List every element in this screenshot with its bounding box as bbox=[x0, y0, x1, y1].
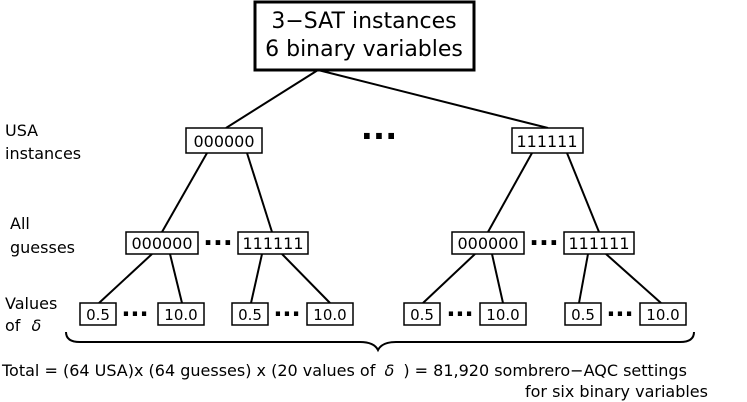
footer-line2: for six binary variables bbox=[525, 382, 708, 401]
delta-node-4: 10.0 bbox=[306, 302, 354, 326]
usa-ellipsis: ... bbox=[361, 109, 397, 147]
guesses-label-line1: All bbox=[10, 214, 30, 233]
delta-node-8-label: 10.0 bbox=[646, 306, 679, 324]
values-label-of: of bbox=[5, 316, 21, 335]
delta-node-6-label: 10.0 bbox=[486, 306, 519, 324]
delta-node-3-label: 0.5 bbox=[238, 306, 262, 324]
guess-node-2: 111111 bbox=[237, 231, 309, 255]
edge-g4-delta-a bbox=[578, 253, 589, 304]
delta-node-1-label: 0.5 bbox=[86, 306, 110, 324]
delta-ellipsis-4: ... bbox=[606, 294, 633, 322]
edge-g1-delta-a bbox=[98, 253, 153, 304]
edge-root-usa-right bbox=[317, 69, 549, 129]
delta-ellipsis-1: ... bbox=[121, 294, 148, 322]
delta-node-5-label: 0.5 bbox=[410, 306, 434, 324]
usa-label-line2: instances bbox=[5, 144, 81, 163]
root-node: 3−SAT instances 6 binary variables bbox=[253, 0, 476, 72]
values-label-line2: of δ bbox=[5, 316, 42, 335]
footer-line1: Total = (64 USA)x (64 guesses) x (20 val… bbox=[1, 361, 687, 380]
edge-usa-right-guess-b bbox=[566, 152, 600, 233]
guess-ellipsis-2: ... bbox=[529, 222, 559, 252]
guess-node-3: 000000 bbox=[451, 231, 525, 255]
delta-node-7-label: 0.5 bbox=[571, 306, 595, 324]
footer-delta: δ bbox=[384, 361, 394, 380]
edge-usa-right-guess-a bbox=[487, 152, 533, 233]
guess-node-4: 111111 bbox=[563, 231, 635, 255]
delta-node-7: 0.5 bbox=[564, 302, 602, 326]
edge-g2-delta-a bbox=[250, 253, 263, 304]
footer-line1-prefix: Total = (64 USA)x (64 guesses) x (20 val… bbox=[1, 361, 376, 380]
usa-node-first: 000000 bbox=[185, 127, 263, 154]
guess-node-3-label: 000000 bbox=[457, 234, 518, 253]
delta-node-8: 10.0 bbox=[639, 302, 687, 326]
edge-g1-delta-b bbox=[169, 253, 183, 304]
usa-label-line1: USA bbox=[5, 121, 38, 140]
values-label-delta: δ bbox=[32, 316, 42, 335]
delta-node-5: 0.5 bbox=[403, 302, 441, 326]
root-title-line1: 3−SAT instances bbox=[271, 9, 456, 34]
root-title-line2: 6 binary variables bbox=[265, 37, 463, 62]
tree-edges bbox=[98, 69, 662, 304]
edge-g2-delta-b bbox=[281, 253, 331, 304]
edge-g3-delta-a bbox=[422, 253, 476, 304]
usa-node-first-label: 000000 bbox=[193, 132, 254, 151]
guess-node-2-label: 111111 bbox=[242, 234, 303, 253]
delta-node-6: 10.0 bbox=[479, 302, 527, 326]
delta-ellipsis-3: ... bbox=[446, 294, 473, 322]
delta-node-3: 0.5 bbox=[231, 302, 269, 326]
edge-g4-delta-b bbox=[605, 253, 662, 304]
guesses-label-line2: guesses bbox=[10, 238, 75, 257]
usa-node-last-label: 111111 bbox=[516, 132, 577, 151]
edge-usa-left-guess-a bbox=[161, 152, 208, 233]
delta-node-4-label: 10.0 bbox=[313, 306, 346, 324]
guess-ellipsis-1: ... bbox=[203, 222, 233, 252]
usa-node-last: 111111 bbox=[511, 127, 584, 154]
bottom-brace bbox=[65, 331, 695, 353]
footer-line1-suffix: ) = 81,920 sombrero−AQC settings bbox=[403, 361, 687, 380]
guess-node-1: 000000 bbox=[125, 231, 199, 255]
delta-node-2-label: 10.0 bbox=[164, 306, 197, 324]
edge-g3-delta-b bbox=[491, 253, 504, 304]
values-label-line1: Values bbox=[5, 294, 57, 313]
delta-node-2: 10.0 bbox=[157, 302, 205, 326]
row-labels: USA instances All guesses Values of δ bbox=[5, 121, 81, 335]
guess-node-4-label: 111111 bbox=[568, 234, 629, 253]
edge-usa-left-guess-b bbox=[246, 152, 273, 233]
guess-node-1-label: 000000 bbox=[131, 234, 192, 253]
delta-node-1: 0.5 bbox=[79, 302, 117, 326]
edge-root-usa-left bbox=[225, 69, 319, 129]
delta-ellipsis-2: ... bbox=[273, 294, 300, 322]
